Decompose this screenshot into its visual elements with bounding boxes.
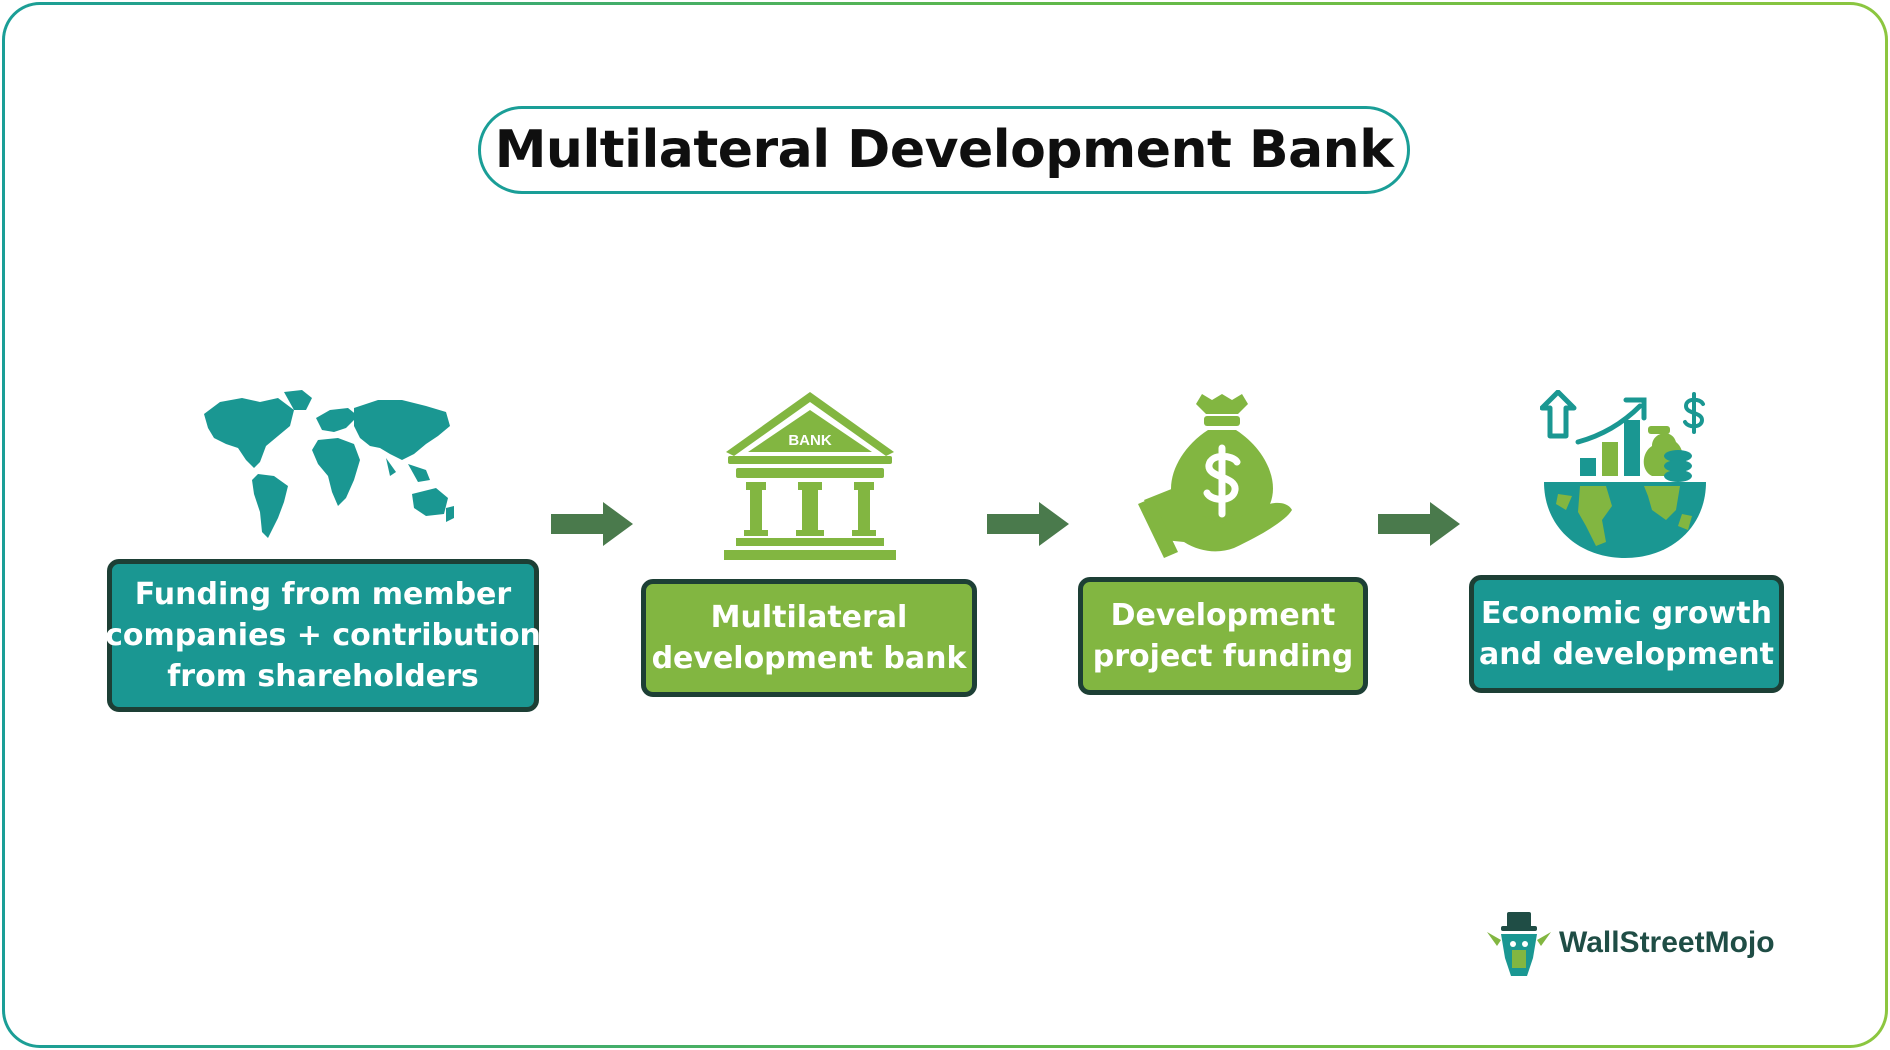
step-project-funding-line-1: Development <box>1110 598 1336 633</box>
step-funding-box: Funding from member companies + contribu… <box>105 559 541 712</box>
step-project-funding-box: Development project funding <box>1078 577 1368 695</box>
step-funding-line-1: Funding from member <box>134 577 512 612</box>
brand-name: WallStreetMojo <box>1559 926 1775 959</box>
step-funding-line-3: from shareholders <box>167 659 479 694</box>
bank-building-icon: BANK <box>724 392 896 560</box>
step-bank-line-2: development bank <box>651 641 967 676</box>
step-economic-growth-box: Economic growth and development <box>1469 575 1784 693</box>
step-funding-line-2: companies + contribution <box>105 618 541 653</box>
brand-logo: WallStreetMojo <box>1483 910 1813 982</box>
money-bag-hand-icon <box>1138 394 1292 558</box>
bull-mascot-icon <box>1487 912 1551 976</box>
bank-sign-label: BANK <box>788 432 831 449</box>
step-economic-growth-line-2: and development <box>1479 637 1774 672</box>
step-bank-box: Multilateral development bank <box>641 579 977 697</box>
page-title: Multilateral Development Bank <box>478 106 1410 194</box>
step-economic-growth-line-1: Economic growth <box>1481 596 1772 631</box>
world-map-icon <box>204 390 454 538</box>
arrow-right-icon <box>987 502 1069 546</box>
step-project-funding-line-2: project funding <box>1092 639 1354 674</box>
arrow-right-icon <box>551 502 633 546</box>
globe-growth-chart-icon <box>1540 390 1706 558</box>
step-bank-line-1: Multilateral <box>710 600 908 635</box>
arrow-right-icon <box>1378 502 1460 546</box>
